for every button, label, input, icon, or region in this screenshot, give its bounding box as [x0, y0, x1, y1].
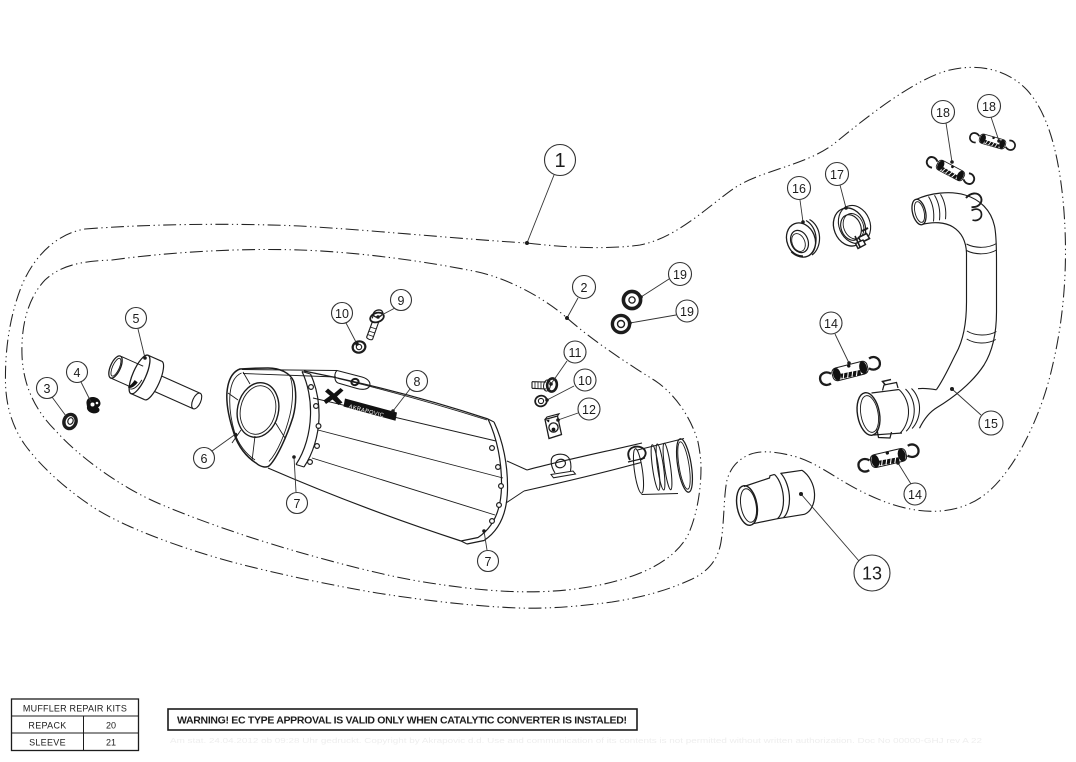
svg-text:11: 11 [569, 346, 582, 360]
svg-text:18: 18 [982, 100, 996, 114]
svg-text:12: 12 [582, 403, 596, 417]
svg-text:7: 7 [485, 555, 492, 569]
svg-text:14: 14 [908, 488, 922, 502]
svg-text:18: 18 [936, 106, 950, 120]
svg-text:13: 13 [862, 564, 882, 584]
svg-text:10: 10 [578, 374, 592, 388]
svg-text:7: 7 [294, 497, 301, 511]
svg-text:1: 1 [554, 150, 565, 172]
svg-text:Am stat. 24.04.2012 ob 09:28 U: Am stat. 24.04.2012 ob 09:28 Uhr gedruck… [170, 736, 982, 745]
svg-text:19: 19 [680, 305, 694, 319]
svg-text:15: 15 [984, 417, 998, 431]
svg-text:20: 20 [106, 721, 116, 731]
svg-text:17: 17 [830, 168, 844, 182]
svg-text:WARNING! EC TYPE APPROVAL IS V: WARNING! EC TYPE APPROVAL IS VALID ONLY … [177, 715, 627, 727]
svg-text:8: 8 [414, 375, 421, 389]
svg-text:SLEEVE: SLEEVE [29, 738, 66, 748]
svg-text:2: 2 [581, 281, 588, 295]
svg-text:10: 10 [335, 307, 349, 321]
svg-text:4: 4 [74, 366, 81, 380]
svg-text:9: 9 [398, 294, 405, 308]
svg-text:19: 19 [673, 268, 687, 282]
svg-text:REPACK: REPACK [28, 721, 66, 731]
svg-text:16: 16 [792, 182, 806, 196]
svg-text:MUFFLER REPAIR KITS: MUFFLER REPAIR KITS [23, 704, 127, 714]
svg-text:21: 21 [106, 738, 116, 748]
svg-text:3: 3 [44, 382, 51, 396]
svg-text:14: 14 [824, 317, 838, 331]
svg-text:5: 5 [133, 312, 140, 326]
svg-text:6: 6 [201, 452, 208, 466]
